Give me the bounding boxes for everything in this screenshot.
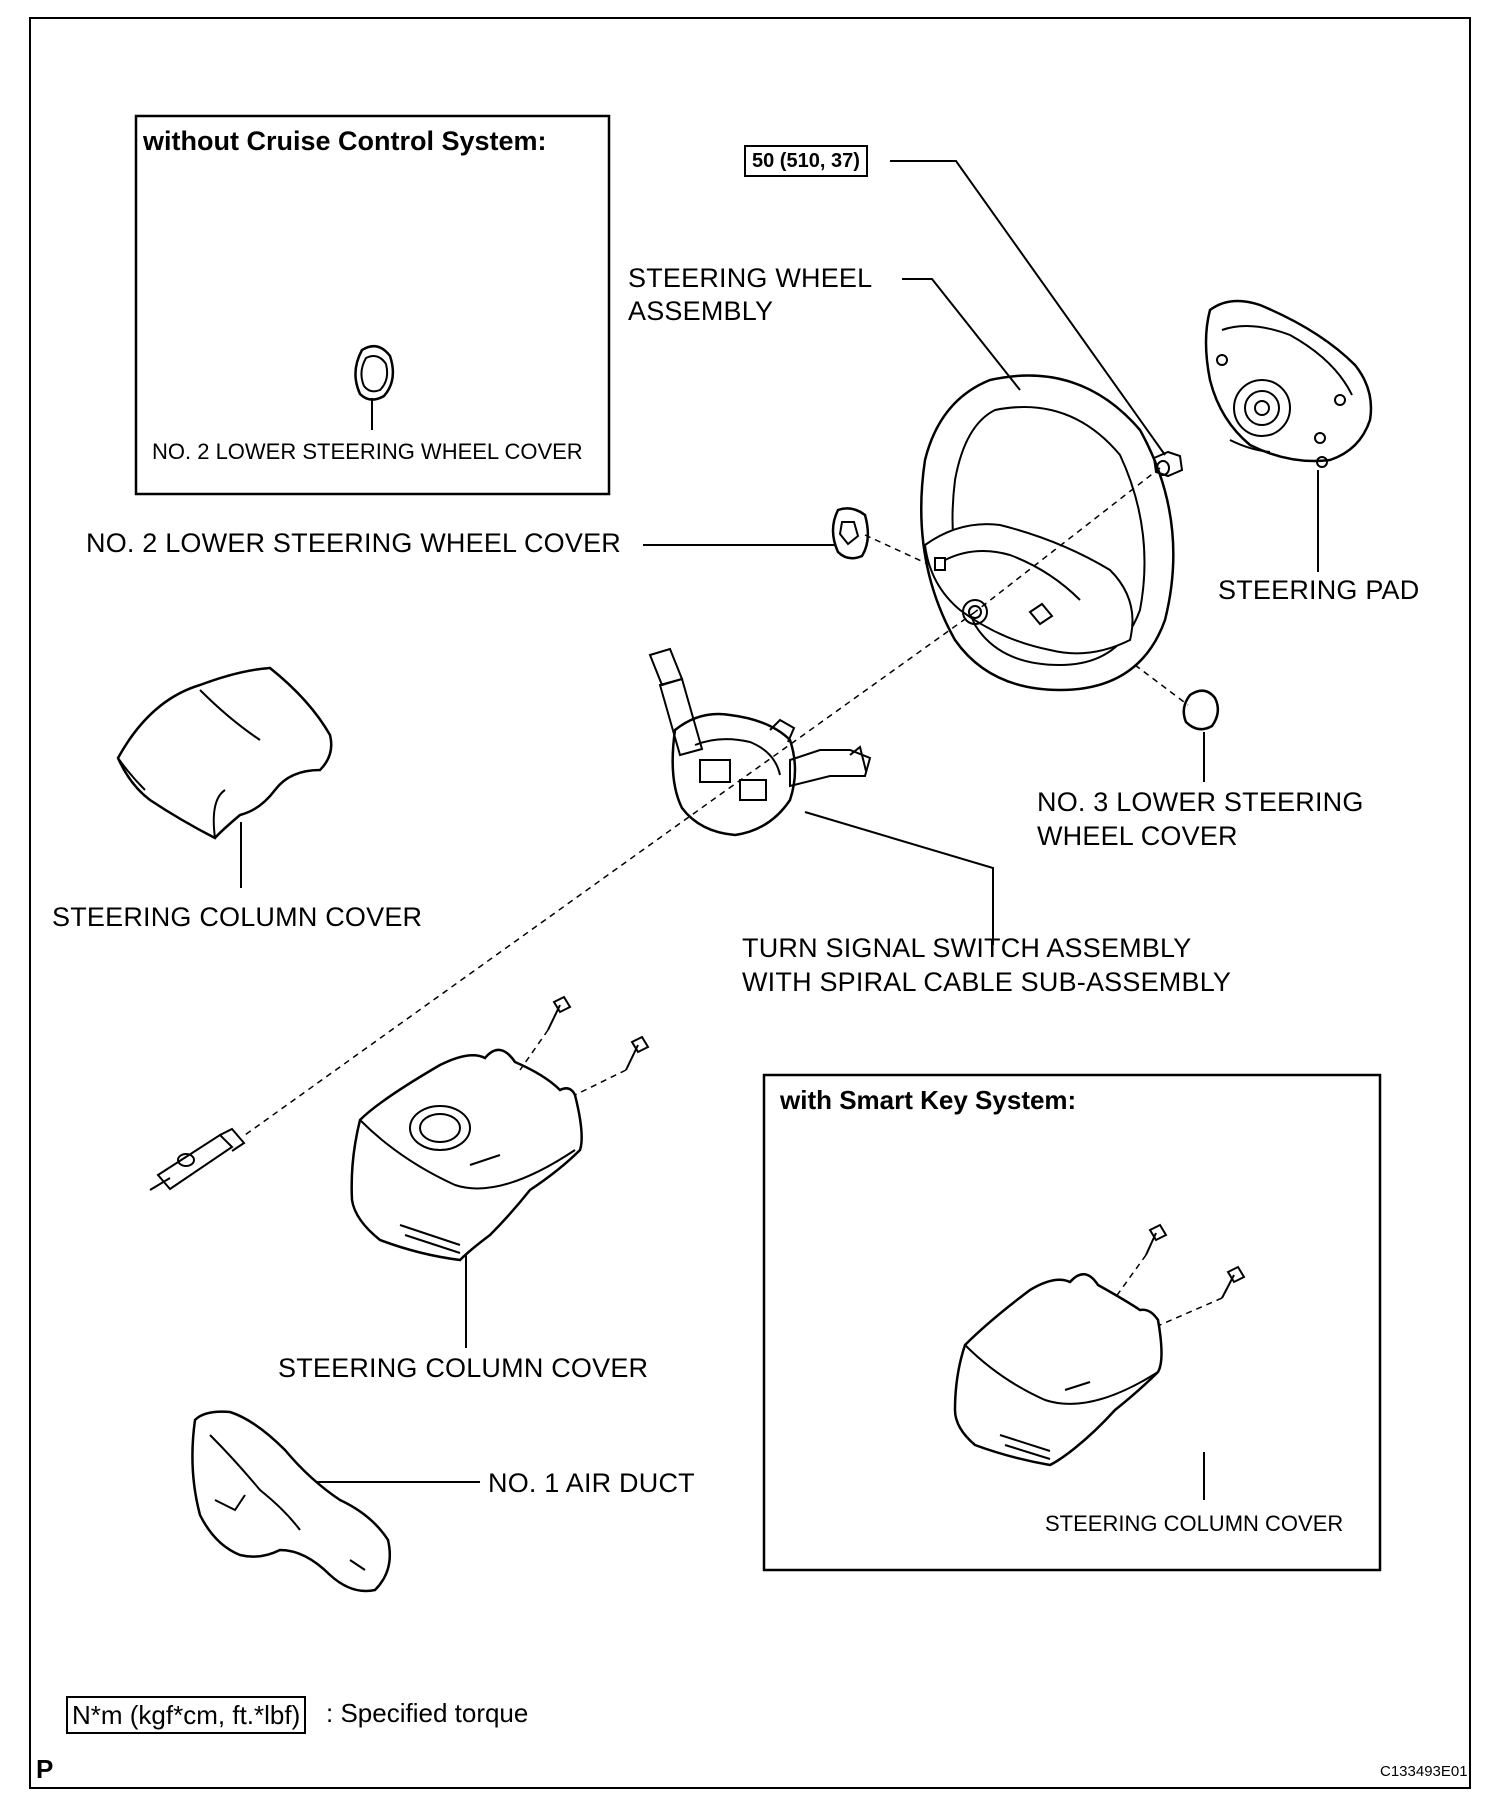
lower-column-cover-drawing	[350, 1048, 583, 1262]
label-turn-signal-line2: WITH SPIRAL CABLE SUB-ASSEMBLY	[742, 967, 1232, 997]
label-steering-wheel-line2: ASSEMBLY	[628, 296, 774, 326]
inset-screw-upper	[1145, 1223, 1168, 1256]
corner-mark: P	[36, 1754, 54, 1784]
upper-column-cover-drawing	[116, 666, 333, 840]
label-steering-pad: STEERING PAD	[1218, 575, 1420, 605]
torque-spec-box: 50 (510, 37)	[744, 145, 868, 177]
air-duct-drawing	[191, 1410, 392, 1593]
steering-wheel-drawing	[920, 374, 1175, 692]
screw-upper	[547, 995, 572, 1031]
assembly-dashed-lines	[244, 467, 1223, 1326]
inset-top-part-label: NO. 2 LOWER STEERING WHEEL COVER	[152, 439, 583, 464]
label-turn-signal-line1: TURN SIGNAL SWITCH ASSEMBLY	[742, 933, 1192, 963]
screw-lower	[625, 1035, 650, 1071]
steering-pad-drawing	[1204, 299, 1373, 468]
legend-text: : Specified torque	[326, 1698, 529, 1728]
outer-frame	[29, 17, 1471, 1789]
inset-top-frame	[134, 114, 611, 496]
turn-signal-switch-drawing	[648, 647, 872, 837]
no3-cover-drawing	[1182, 689, 1220, 731]
inset-column-cover-drawing	[953, 1273, 1163, 1467]
leader-lines	[643, 160, 1166, 945]
inset-bottom-frame	[762, 1073, 1382, 1572]
label-column-cover-lower: STEERING COLUMN COVER	[278, 1353, 649, 1383]
inset-bottom-title: with Smart Key System:	[780, 1085, 1077, 1115]
steering-shaft-drawing	[149, 1127, 246, 1191]
no2-cover-drawing	[831, 507, 870, 560]
label-steering-wheel-line1: STEERING WHEEL	[628, 263, 873, 293]
label-no3-cover-line1: NO. 3 LOWER STEERING	[1037, 787, 1364, 817]
legend-torque-box: N*m (kgf*cm, ft.*lbf)	[66, 1696, 307, 1734]
label-column-cover-upper: STEERING COLUMN COVER	[52, 902, 423, 932]
inset-no2-cover-drawing	[354, 344, 395, 430]
label-no2-cover: NO. 2 LOWER STEERING WHEEL COVER	[86, 528, 621, 558]
inset-screw-lower	[1221, 1265, 1246, 1299]
steering-wheel-nut	[1152, 450, 1184, 478]
inset-top-title: without Cruise Control System:	[143, 126, 547, 156]
label-air-duct: NO. 1 AIR DUCT	[488, 1468, 695, 1498]
figure-code: C133493E01	[1380, 1763, 1468, 1780]
inset-bottom-part-label: STEERING COLUMN COVER	[1045, 1511, 1344, 1536]
label-no3-cover-line2: WHEEL COVER	[1037, 821, 1238, 851]
